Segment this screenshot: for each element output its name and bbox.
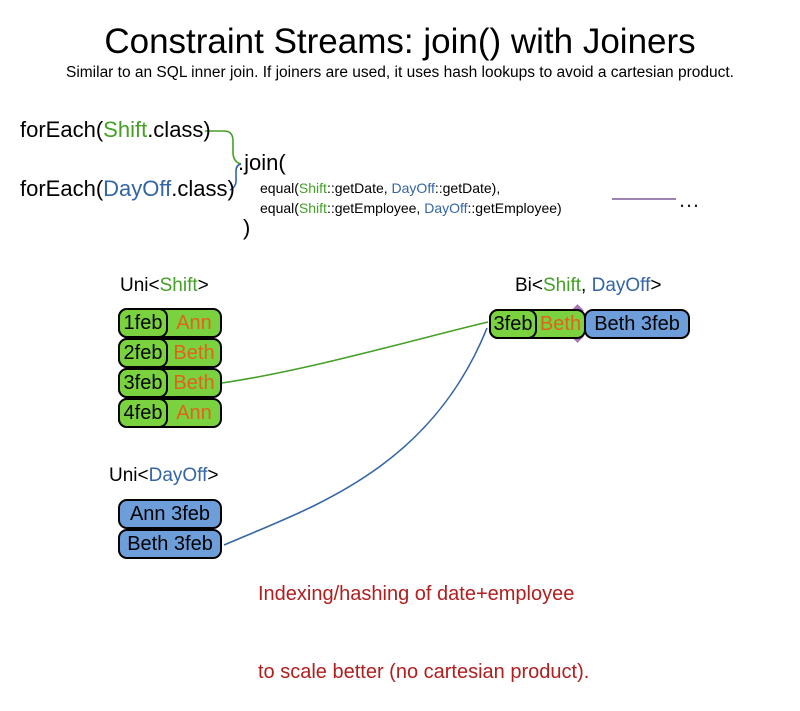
label-dayoff: DayOff — [591, 275, 651, 296]
label-text: Uni< — [120, 275, 160, 296]
bi-dayoff-part: Beth 3feb — [584, 309, 690, 339]
dayoff-row-beth-3feb: Beth 3feb — [118, 529, 222, 559]
shift-employee-cell: Ann — [176, 401, 212, 424]
code-text: equal( — [260, 200, 299, 216]
label-dayoff: DayOff — [148, 465, 208, 486]
code-text: ::getEmployee) — [467, 200, 562, 216]
label-text: Uni< — [109, 465, 149, 486]
code-text: ::getDate), — [434, 180, 501, 196]
code-foreach-shift: forEach(Shift.class) — [20, 117, 211, 143]
indexing-note-line2: to scale better (no cartesian product). — [258, 661, 590, 683]
bi-shift-part: 3feb Beth — [489, 309, 586, 339]
dayoff-text: Ann 3feb — [129, 502, 211, 525]
uni-dayoff-label: Uni<DayOff> — [109, 465, 219, 487]
code-join-open: .join( — [238, 150, 286, 175]
shift-row-3feb-beth: 3feb Beth — [118, 368, 222, 398]
page-subtitle: Similar to an SQL inner join. If joiners… — [65, 64, 734, 81]
label-shift: Shift — [159, 275, 198, 296]
label-text: > — [207, 465, 219, 486]
code-dayoff-class: DayOff — [391, 180, 435, 196]
bi-shift-date-cell: 3feb — [489, 309, 537, 339]
label-text: , — [581, 275, 592, 296]
bi-dayoff-text: Beth 3feb — [594, 312, 680, 335]
uni-shift-label: Uni<Shift> — [120, 275, 209, 297]
code-dayoff-class: DayOff — [424, 200, 468, 216]
code-dayoff-class: DayOff — [103, 176, 172, 201]
shift-row-2feb-beth: 2feb Beth — [118, 338, 222, 368]
label-text: Bi< — [515, 275, 543, 296]
code-text: forEach( — [20, 117, 104, 142]
code-joiner-employee: equal(Shift::getEmployee, DayOff::getEmp… — [260, 200, 562, 216]
shift-date-cell: 4feb — [118, 398, 168, 428]
bi-label: Bi<Shift, DayOff> — [515, 275, 661, 297]
code-text: ::getDate, — [326, 180, 392, 196]
shift-row-4feb-ann: 4feb Ann — [118, 398, 222, 428]
dayoff-row-ann-3feb: Ann 3feb — [118, 499, 222, 529]
shift-employee-cell: Beth — [173, 341, 215, 364]
shift-match-curve — [221, 321, 489, 384]
shift-employee-cell: Ann — [176, 311, 212, 334]
label-text: > — [650, 275, 662, 296]
indexing-note: Indexing/hashing of date+employee to sca… — [258, 529, 589, 711]
code-shift-class: Shift — [103, 117, 148, 142]
code-shift-class: Shift — [298, 180, 327, 196]
code-shift-class: Shift — [298, 200, 327, 216]
shift-row-1feb-ann: 1feb Ann — [118, 308, 222, 338]
shift-employee-cell: Beth — [173, 371, 215, 394]
code-text: .class) — [171, 176, 235, 201]
shift-date-cell: 3feb — [118, 368, 168, 398]
code-text: ::getEmployee, — [326, 200, 425, 216]
dayoff-text: Beth 3feb — [127, 532, 213, 555]
page-title: Constraint Streams: join() with Joiners — [104, 22, 696, 61]
bi-shift-employee-cell: Beth — [539, 312, 582, 335]
code-foreach-dayoff: forEach(DayOff.class) — [20, 176, 235, 202]
more-joiners-ellipsis: … — [678, 187, 700, 212]
code-join-close: ) — [243, 215, 251, 240]
code-text: forEach( — [20, 176, 104, 201]
indexing-note-line1: Indexing/hashing of date+employee — [258, 583, 575, 605]
dayoff-match-curve — [223, 327, 488, 546]
shift-date-cell: 1feb — [118, 308, 168, 338]
shift-date-cell: 2feb — [118, 338, 168, 368]
code-text: equal( — [260, 180, 299, 196]
label-text: > — [197, 275, 209, 296]
label-shift: Shift — [543, 275, 582, 296]
code-joiner-date: equal(Shift::getDate, DayOff::getDate), — [260, 180, 500, 196]
code-text: .class) — [147, 117, 211, 142]
